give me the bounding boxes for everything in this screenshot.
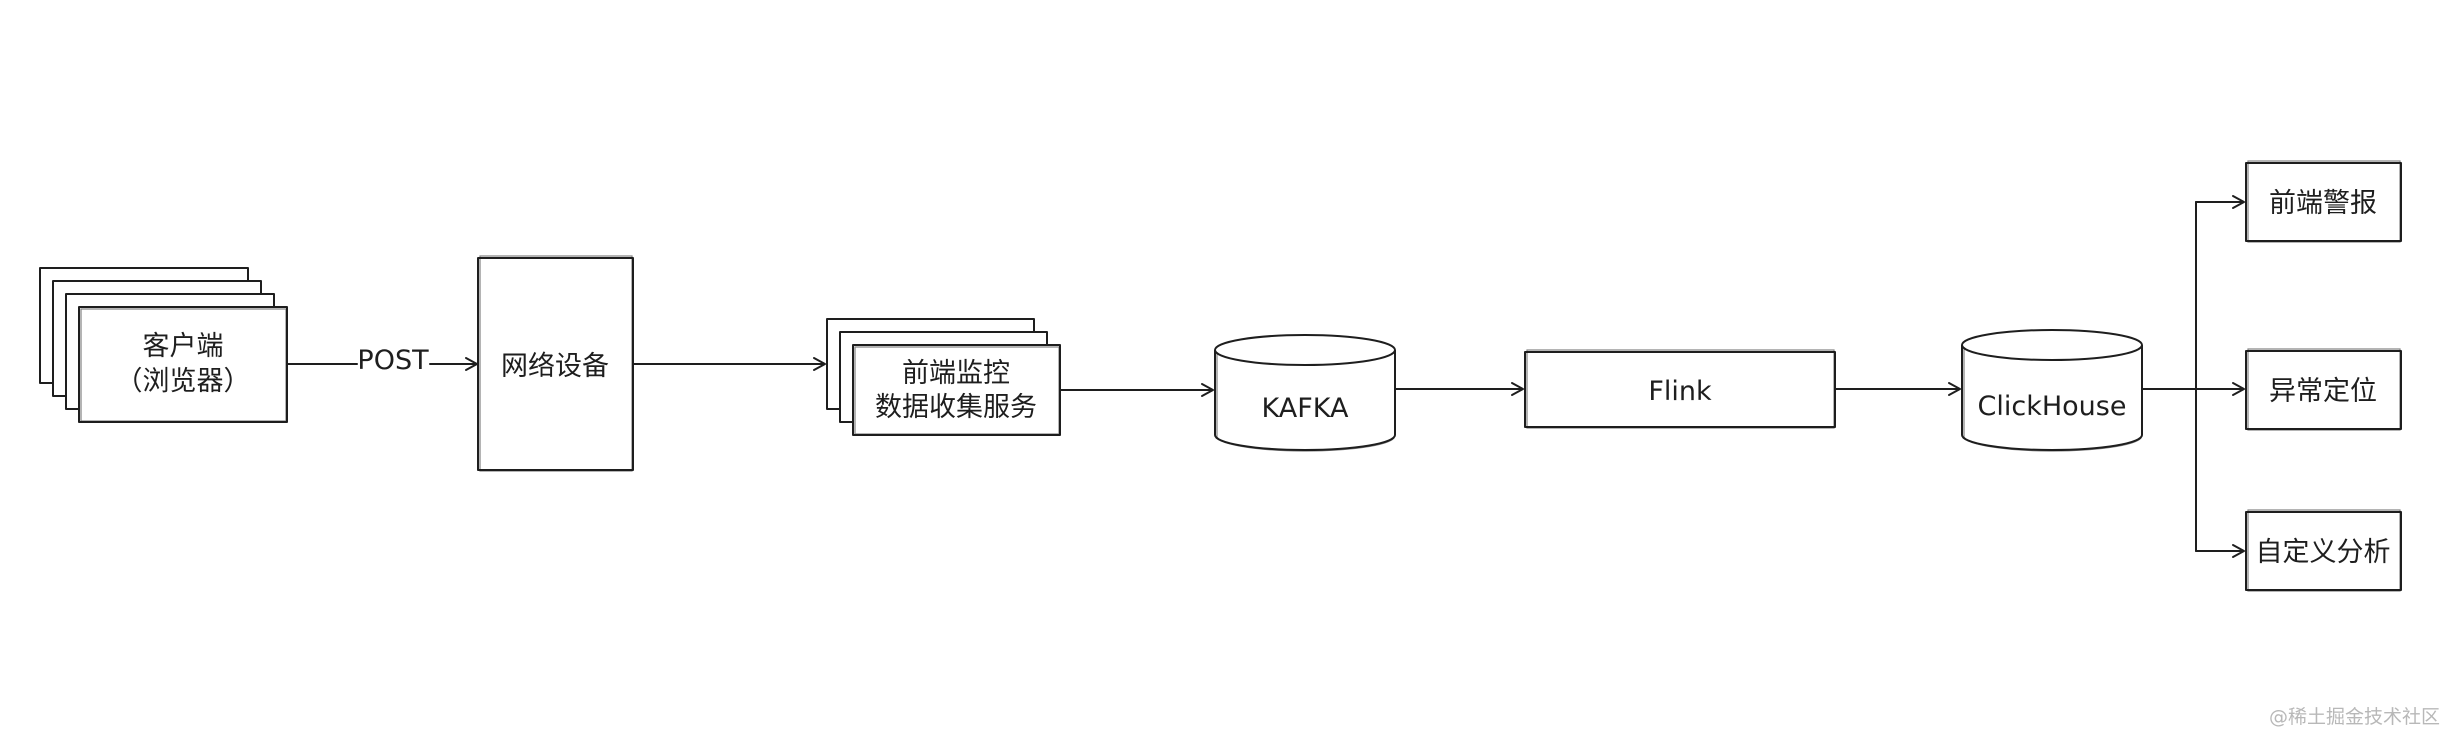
node-network-device-label: 网络设备 [501, 351, 609, 382]
edge-post-label: POST [357, 345, 429, 376]
node-flink: Flink [1524, 349, 1836, 429]
node-clickhouse-label: ClickHouse [1978, 391, 2127, 422]
node-kafka-label: KAFKA [1262, 393, 1349, 424]
node-collector-service-label-line1: 前端监控 [902, 358, 1010, 389]
node-collector-service-label-line2: 数据收集服务 [875, 392, 1037, 423]
edge-kafka-to-flink [1394, 382, 1524, 396]
node-frontend-alert-label: 前端警报 [2269, 188, 2377, 219]
node-custom-analysis: 自定义分析 [2245, 509, 2402, 592]
node-client: 客户端 （浏览器） [39, 267, 288, 423]
watermark: @稀土掘金技术社区 [2269, 706, 2440, 728]
node-collector-service: 前端监控 数据收集服务 [826, 318, 1061, 436]
node-custom-analysis-label: 自定义分析 [2256, 537, 2391, 568]
edge-network-to-collector [632, 357, 826, 371]
node-frontend-alert: 前端警报 [2245, 160, 2402, 243]
node-clickhouse: ClickHouse [1961, 329, 2143, 452]
node-client-label-line2: （浏览器） [116, 366, 251, 397]
node-client-label-line1: 客户端 [143, 331, 224, 362]
node-exception-locate: 异常定位 [2245, 348, 2402, 431]
node-flink-label: Flink [1648, 376, 1712, 407]
node-exception-locate-label: 异常定位 [2269, 376, 2377, 407]
node-kafka: KAFKA [1214, 334, 1396, 452]
edge-clickhouse-to-outputs [2141, 195, 2245, 558]
edge-client-to-network: POST [286, 345, 478, 376]
edge-collector-to-kafka [1059, 383, 1214, 397]
edge-flink-to-clickhouse [1834, 382, 1961, 396]
node-network-device: 网络设备 [477, 255, 634, 472]
